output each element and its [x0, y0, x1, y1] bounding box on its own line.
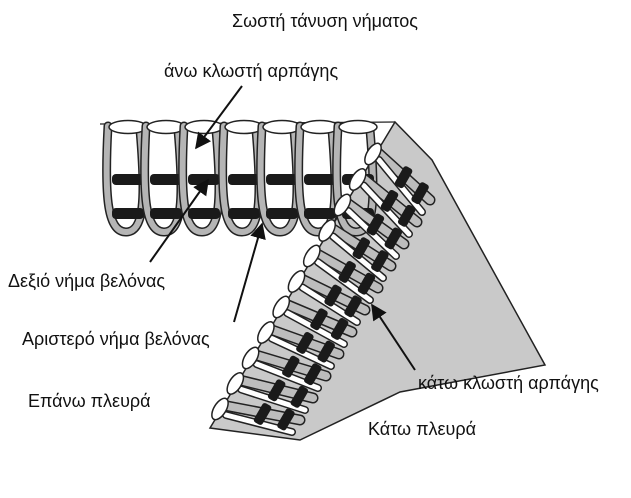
diag-needle-thread-left: [296, 332, 314, 354]
label-lower-looper: κάτω κλωστή αρπάγης: [418, 373, 599, 393]
label-left-needle: Αριστερό νήμα βελόνας: [22, 329, 210, 349]
diag-needle-thread-right: [384, 227, 403, 250]
upper-looper-thread: [184, 119, 224, 135]
label-upper-looper: άνω κλωστή αρπάγης: [164, 61, 339, 81]
needle-thread-lower-row: [304, 208, 336, 219]
diag-needle-thread-left: [394, 166, 413, 189]
label-top-side: Επάνω πλευρά: [28, 391, 151, 411]
diag-needle-thread-right: [330, 318, 349, 340]
needle-thread-upper-row: [112, 174, 144, 185]
diag-needle-thread-left: [366, 213, 385, 236]
diag-needle-thread-left: [352, 237, 371, 260]
diag-edge-cap: [302, 244, 321, 268]
diag-needle-thread-right: [397, 204, 416, 227]
diag-edge-cap: [333, 193, 352, 217]
diag-edge-cap: [318, 219, 336, 242]
needle-thread-upper-row: [188, 174, 220, 185]
diag-edge-cap: [364, 142, 382, 166]
diag-needle-thread-left: [253, 403, 272, 425]
diag-edge-cap: [287, 270, 306, 293]
label-bottom-side: Κάτω πλευρά: [368, 419, 477, 439]
diag-edge-cap: [257, 321, 275, 344]
bottom-seam-loops: [211, 142, 436, 436]
diag-needle-thread-left: [324, 284, 342, 307]
diag-edge-cap: [241, 346, 260, 370]
diag-edge-cap: [226, 372, 245, 395]
upper-looper-arrow: [195, 85, 243, 150]
needle-thread-lower-row: [266, 208, 298, 219]
needle-thread-upper-row: [304, 174, 336, 185]
diag-needle-thread-left: [380, 189, 399, 212]
right-needle-arrow: [149, 178, 209, 263]
diag-needle-thread-right: [411, 182, 429, 205]
needle-thread-lower-row: [112, 208, 144, 219]
diagram-title: Σωστή τάνυση νήματος: [232, 11, 418, 31]
diag-needle-thread-right: [317, 340, 335, 363]
upper-looper-thread: [338, 119, 378, 135]
needle-thread-upper-row: [228, 174, 260, 185]
label-right-needle: Δεξιό νήμα βελόνας: [8, 271, 166, 291]
diag-edge-cap: [348, 168, 367, 191]
diag-needle-thread-right: [371, 250, 389, 273]
diag-edge-cap: [272, 295, 291, 319]
lower-looper-arrow: [371, 303, 416, 371]
diag-needle-thread-right: [277, 408, 295, 431]
diag-needle-thread-left: [267, 379, 286, 402]
diag-needle-thread-right: [304, 363, 322, 386]
needle-thread-lower-row: [188, 208, 220, 219]
diag-needle-thread-right: [357, 272, 376, 295]
diag-needle-thread-right: [344, 295, 362, 318]
diag-needle-thread-left: [282, 355, 300, 378]
left-needle-arrow: [233, 222, 266, 323]
diag-needle-thread-left: [338, 260, 356, 283]
diag-needle-thread-left: [310, 308, 328, 331]
needle-thread-lower-row: [150, 208, 182, 219]
diag-needle-thread-right: [290, 385, 309, 408]
needle-thread-upper-row: [266, 174, 298, 185]
needle-thread-upper-row: [150, 174, 182, 185]
diag-edge-cap: [211, 397, 229, 421]
needle-thread-lower-row: [228, 208, 260, 219]
